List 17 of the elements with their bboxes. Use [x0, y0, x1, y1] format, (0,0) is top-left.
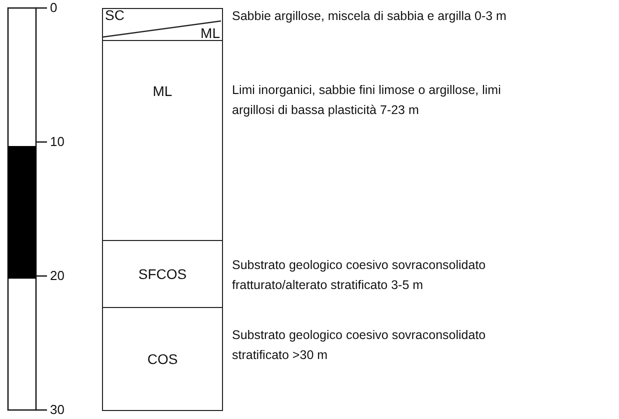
- depth-label: 30: [50, 402, 64, 417]
- soil-layer: [102, 307, 223, 411]
- layer-description: Limi inorganici, sabbie fini limose o argillose, limi argillosi di bassa plasticità 7-23 m: [232, 82, 502, 119]
- layer-code: ML: [200, 25, 220, 41]
- layer-code: SC: [105, 7, 124, 23]
- soil-layer: [102, 8, 223, 41]
- soil-layer: [102, 40, 223, 241]
- layer-code: ML: [152, 83, 174, 99]
- soil-layer: [102, 240, 223, 308]
- layer-description: Sabbie argillose, miscela di sabbia e argilla 0-3 m: [232, 8, 508, 25]
- depth-label: 20: [50, 268, 64, 283]
- layer-code: SFCOS: [137, 266, 188, 282]
- layer-code: COS: [146, 350, 179, 366]
- depth-label: 10: [50, 134, 64, 149]
- depth-label: 0: [50, 0, 58, 15]
- layer-description: Substrato geologico coesivo sovraconsolidato fratturato/alterato stratificato 3-5 m: [232, 257, 487, 294]
- layer-description: Substrato geologico coesivo sovraconsolidato stratificato >30 m: [232, 327, 487, 364]
